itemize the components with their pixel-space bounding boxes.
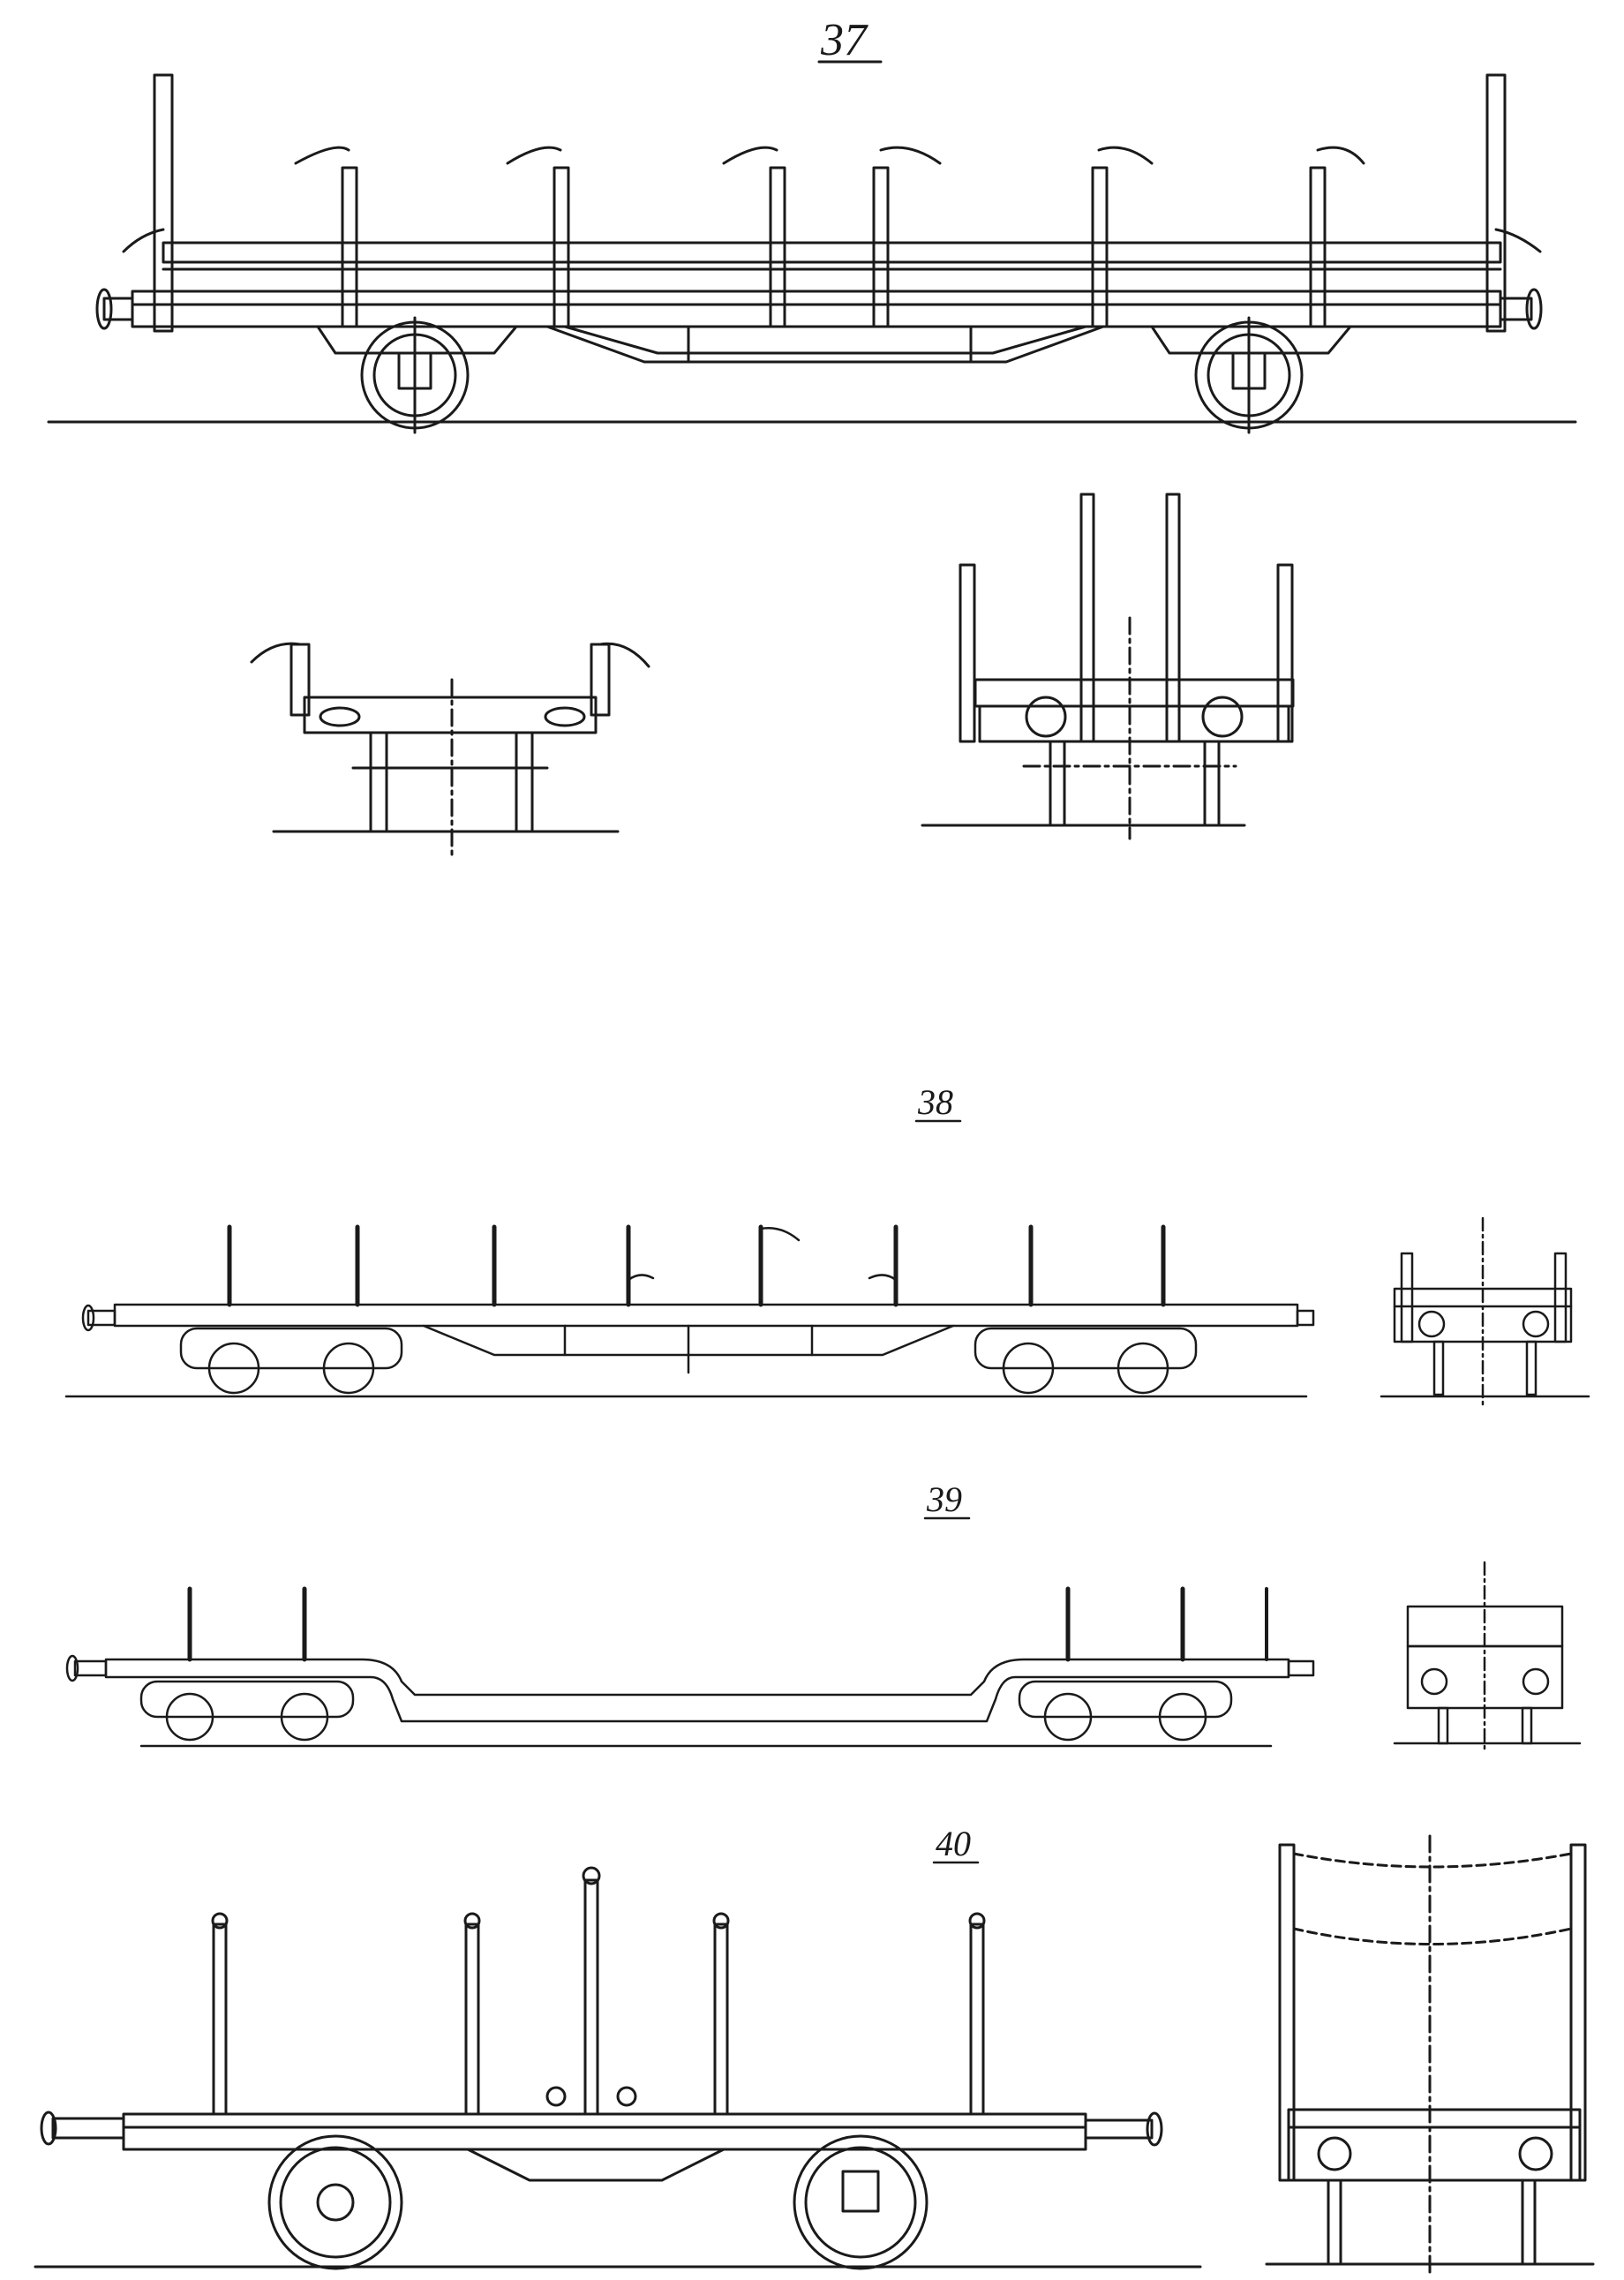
figure-40: 40 [34,1824,1595,2275]
figure-37-side-view [47,73,1577,434]
stakes-37 [341,166,1327,328]
wheelsets-40 [267,2134,929,2270]
bogies-39 [139,1680,1233,1742]
figure-40-end-view [1265,1834,1595,2275]
figure-number-39: 39 [926,1479,962,1519]
figure-number-40: 40 [936,1824,971,1863]
stakes-39 [187,1586,1268,1662]
figure-39-side-view [65,1586,1315,1748]
figure-37-end-view-right [921,493,1295,840]
stakes-40 [211,1866,986,2116]
swing-arrows-37 [122,146,1542,253]
figure-38-side-view [64,1224,1315,1398]
figure-number-38: 38 [917,1082,953,1122]
figure-39-end-view [1393,1561,1582,1754]
figure-37: 37 [47,15,1577,858]
figure-39: 39 [65,1479,1582,1754]
wheelsets-37 [316,316,1352,434]
bogies-38 [179,1327,1198,1395]
figure-number-37: 37 [820,15,868,65]
figure-40-side-view [34,1866,1202,2270]
figure-38: 38 [64,1082,1590,1410]
stakes-38 [227,1224,1166,1307]
figure-37-end-view-left [250,642,650,858]
figure-38-end-view [1380,1216,1590,1410]
